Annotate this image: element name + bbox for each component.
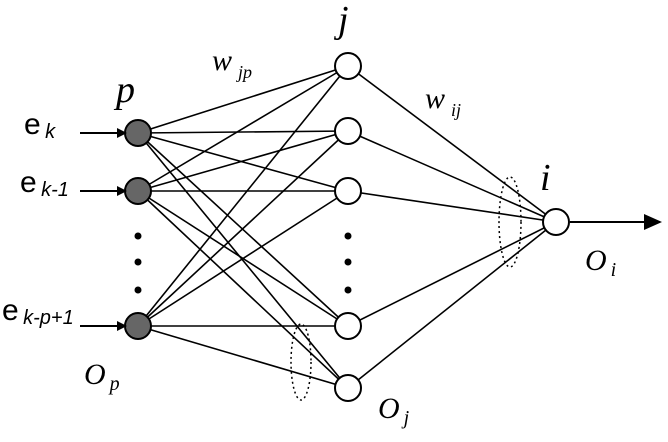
output-label-j: O j [378,392,410,429]
input-label-2-main: e [20,166,37,199]
weight-ij-sub: ij [451,100,461,120]
dotted-group-hidden [290,323,312,401]
input-label-3-sub: k-p+1 [23,307,74,329]
connections [137,65,557,389]
edge-input-2-hidden-5 [137,190,349,389]
edge-input-3-hidden-5 [137,325,349,389]
input-layer-label: p [113,69,135,111]
weight-jp-label: w jp [212,44,252,82]
hidden-ellipsis [344,232,352,294]
input-label-1: e k [24,108,56,143]
weight-jp-sub: jp [236,62,252,82]
output-label-j-main: O [378,392,400,425]
hidden-layer-label: j [333,0,349,41]
input-label-2: e k-1 [20,166,69,201]
weight-ij-main: w [425,82,445,115]
hidden-node-4 [334,312,362,340]
hidden-node-3 [334,177,362,205]
output-label-i-main: O [585,244,607,277]
hidden-node-1 [334,52,362,80]
dotted-group-output [498,176,522,268]
output-layer-label: i [540,157,551,199]
input-label-3: e k-p+1 [2,294,74,329]
edge-input-1-hidden-3 [137,132,349,192]
output-label-p-sub: p [108,373,120,395]
input-label-2-sub: k-1 [41,179,69,201]
edge-hidden-3-output [347,190,557,223]
output-label-i: O i [585,244,616,281]
edge-input-3-hidden-1 [137,65,349,327]
edge-input-1-hidden-2 [137,130,349,134]
input-node-3 [124,312,152,340]
edge-input-2-hidden-1 [137,65,349,192]
input-label-3-main: e [2,294,19,327]
weight-ij-label: w ij [425,82,461,120]
output-node [542,208,570,236]
input-label-1-main: e [24,108,41,141]
edge-input-1-hidden-5 [137,132,349,389]
edge-input-1-hidden-1 [137,65,349,134]
input-ellipsis [134,232,142,294]
input-label-1-sub: k [45,121,56,143]
input-node-2 [124,177,152,205]
edge-input-3-hidden-3 [137,190,349,327]
hidden-node-2 [334,117,362,145]
edge-input-2-hidden-2 [137,130,349,192]
edge-hidden-2-output [347,130,557,223]
weight-jp-main: w [212,44,232,77]
output-label-i-sub: i [611,259,617,281]
edge-hidden-1-output [347,65,557,223]
output-label-p-main: O [84,358,106,391]
input-node-1 [124,119,152,147]
edge-input-3-hidden-2 [137,130,349,327]
nodes [124,52,570,402]
output-label-p: O p [84,358,120,395]
edge-hidden-5-output [347,221,557,389]
output-label-j-sub: j [401,407,410,429]
hidden-node-5 [334,374,362,402]
edge-hidden-4-output [347,221,557,327]
